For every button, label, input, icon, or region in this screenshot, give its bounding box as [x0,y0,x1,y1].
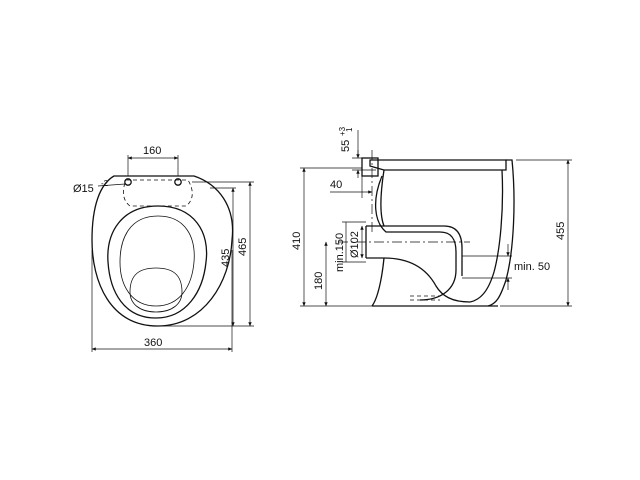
basin-outline [119,215,195,307]
bowl-rim-outline [107,205,208,319]
rim-top [369,159,507,171]
dim-outlet-diameter: Ø102 [349,231,361,258]
side-view: 55 +3 1 40 410 180 min.150 Ø102 min. 50 [291,126,572,307]
seat-hole-right [174,178,182,186]
body-front [380,169,463,276]
dim-width: 360 [144,337,162,349]
trap-outline [375,175,457,301]
body-foot [371,257,385,307]
body-back-inner [469,169,504,303]
drain-dashed [410,295,440,301]
dim-hole-diameter: Ø15 [73,183,94,195]
seat-area-dashed [122,179,193,207]
dim-depth-inner: 435 [220,249,232,267]
dim-clearance: min.150 [334,233,346,272]
inner-curve [383,257,471,303]
dim-outlet-height: 180 [313,272,325,290]
dim-seat-hole-spacing: 160 [143,145,161,157]
dim-hole-tolerance: -2 [101,179,109,188]
dim-total-length: 455 [555,222,567,240]
dim-inlet-tol-plus: +3 [338,126,347,136]
dim-min-depth: min. 50 [514,261,550,273]
dim-inlet-offset: 40 [330,179,342,191]
dim-inlet-tol-minus: 1 [345,127,354,132]
seat-hole-left [124,178,132,186]
bowl-outer-outline [91,175,234,327]
top-view: 160 Ø15 -2 360 435 465 [73,145,254,352]
dim-depth-outer: 465 [237,238,249,256]
drain-outline [129,267,183,313]
dim-inlet-height: 55 [340,140,352,152]
body-back [487,159,515,307]
dim-total-height: 410 [291,232,303,250]
